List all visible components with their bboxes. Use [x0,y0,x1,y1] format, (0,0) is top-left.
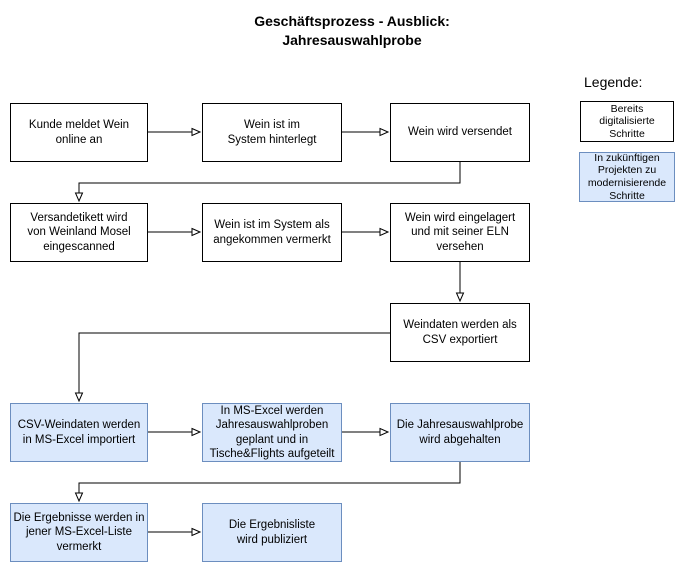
node-wein-angekommen-vermerkt: Wein ist im System als angekommen vermer… [202,203,342,262]
node-wein-wird-versendet: Wein wird versendet [390,103,530,162]
node-jahresauswahlproben-geplant: In MS-Excel werden Jahresauswahlproben g… [202,403,342,462]
node-versandetikett-eingescanned: Versandetikett wird von Weinland Mosel e… [10,203,148,262]
node-wein-eingelagert-eln: Wein wird eingelagert und mit seiner ELN… [390,203,530,262]
connector-csvexport-csvimport [74,332,390,403]
node-jahresauswahlprobe-abgehalten: Die Jahresauswahlprobe wird abgehalten [390,403,530,462]
page-title: Geschäftsprozess - Ausblick: Jahresauswa… [254,13,450,48]
connector-abgehalten-ergebnisse [74,462,461,503]
legend-heading: Legende: [584,74,643,90]
legend-item-modernize: In zukünftigen Projekten zu modernisiere… [579,152,675,202]
connector-versendet-etikett [74,162,461,203]
node-kunde-meldet-wein-online-an: Kunde meldet Wein online an [10,103,148,162]
node-ergebnisliste-publiziert: Die Ergebnisliste wird publiziert [202,503,342,562]
node-ergebnisse-vermerkt: Die Ergebnisse werden in jener MS-Excel-… [10,503,148,562]
legend-item-digitalized: Bereits digitalisierte Schritte [580,101,674,142]
node-wein-im-system-hinterlegt: Wein ist im System hinterlegt [202,103,342,162]
node-weindaten-csv-exportiert: Weindaten werden als CSV exportiert [390,303,530,362]
node-csv-import-ms-excel: CSV-Weindaten werden in MS-Excel importi… [10,403,148,462]
